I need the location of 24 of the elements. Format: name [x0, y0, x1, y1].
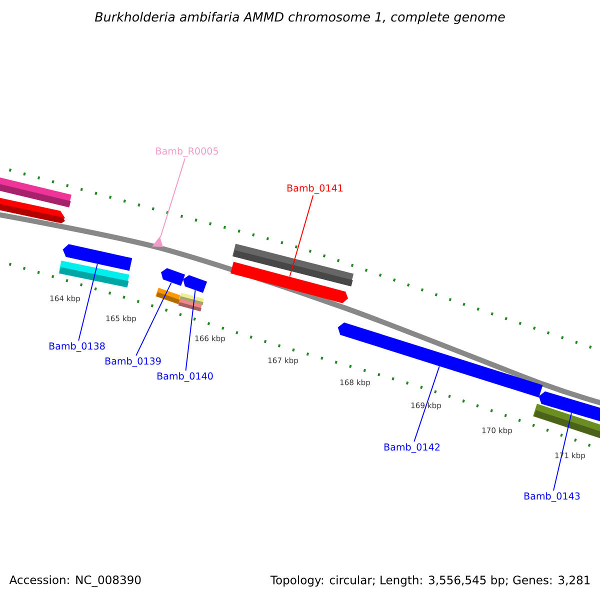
- gene-label: Bamb_0141: [288, 184, 343, 194]
- gene-label: Bamb_0142: [384, 443, 440, 453]
- gene-label: Bamb_0138: [50, 342, 105, 352]
- footer-text: Accession: NC_008390: [9, 575, 141, 587]
- gene-label: Bamb_0139: [106, 357, 161, 367]
- title: Burkholderia ambifaria AMMD chromosome 1, complete genome: [94, 12, 505, 24]
- gene-feature: [230, 262, 348, 304]
- gene-feature: [161, 268, 186, 286]
- leader-line: [553, 412, 572, 492]
- gene-label: Bamb_0143: [524, 492, 580, 502]
- gene-feature: [183, 275, 208, 293]
- gene-label: Bamb_0140: [158, 372, 213, 382]
- footer-text: Topology: circular; Length: 3,556,545 bp; Genes: 3,281: [270, 575, 590, 587]
- gene-feature: [62, 244, 132, 271]
- gene-feature: [338, 322, 543, 398]
- leader-line: [414, 366, 440, 442]
- feature-triangle: [152, 236, 164, 248]
- leader-line: [136, 282, 172, 356]
- gene-label: Bamb_R0005: [156, 147, 218, 157]
- leader-line: [289, 194, 314, 277]
- leader-line: [78, 264, 98, 342]
- leader-line: [160, 158, 186, 238]
- gene-feature: [538, 391, 600, 422]
- leader-line: [185, 290, 196, 372]
